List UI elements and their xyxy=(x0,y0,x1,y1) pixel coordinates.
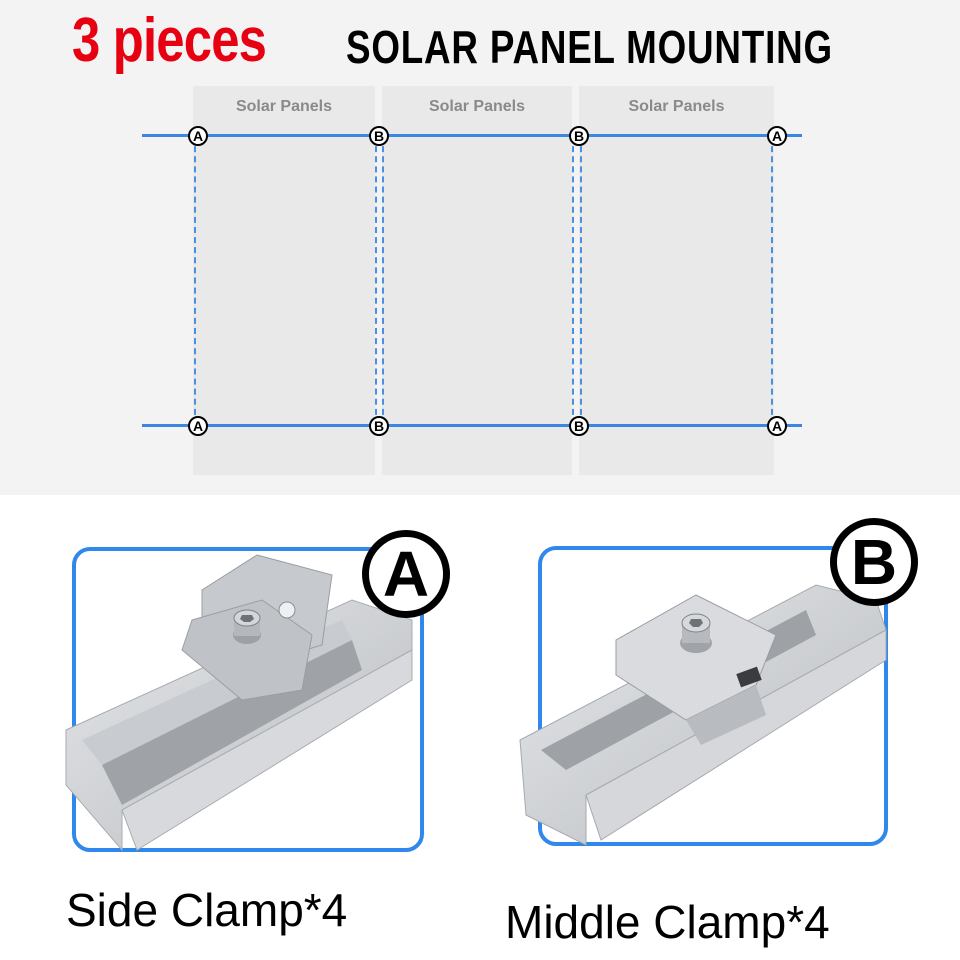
panel-label: Solar Panels xyxy=(428,98,526,115)
panel-edge-dashed xyxy=(382,136,384,425)
panel-label: Solar Panels xyxy=(628,98,725,115)
marker-middle-clamp: B xyxy=(569,416,589,436)
title-quantity: 3 pieces xyxy=(72,6,267,75)
side-clamp-caption: Side Clamp*4 xyxy=(66,884,348,936)
marker-middle-clamp: B xyxy=(569,126,589,146)
marker-side-clamp: A xyxy=(188,416,208,436)
top-rail xyxy=(142,134,802,137)
marker-side-clamp: A xyxy=(767,416,787,436)
mounting-diagram-section: 3 pieces SOLAR PANEL MOUNTING Solar Pane… xyxy=(0,0,960,495)
middle-clamp-caption: Middle Clamp*4 xyxy=(505,896,830,948)
panel-edge-dashed xyxy=(194,136,196,425)
marker-side-clamp: A xyxy=(188,126,208,146)
middle-clamp-letter-badge: B xyxy=(830,518,918,606)
title-text: SOLAR PANEL MOUNTING xyxy=(346,21,833,73)
solar-panel-3: Solar Panels xyxy=(579,86,774,475)
solar-panel-1: Solar Panels xyxy=(193,86,375,475)
middle-clamp-illustration xyxy=(519,584,887,846)
panel-label: Solar Panels xyxy=(235,98,333,115)
page-title: 3 pieces SOLAR PANEL MOUNTING xyxy=(0,4,960,84)
marker-middle-clamp: B xyxy=(369,126,389,146)
marker-middle-clamp: B xyxy=(369,416,389,436)
panel-edge-dashed xyxy=(375,136,377,425)
panel-edge-dashed xyxy=(572,136,574,425)
panel-edge-dashed xyxy=(771,136,773,425)
side-clamp-illustration xyxy=(65,554,413,852)
solar-panel-2: Solar Panels xyxy=(382,86,572,475)
marker-side-clamp: A xyxy=(767,126,787,146)
panel-edge-dashed xyxy=(580,136,582,425)
side-clamp-letter-badge: A xyxy=(362,530,450,618)
bottom-rail xyxy=(142,424,802,427)
